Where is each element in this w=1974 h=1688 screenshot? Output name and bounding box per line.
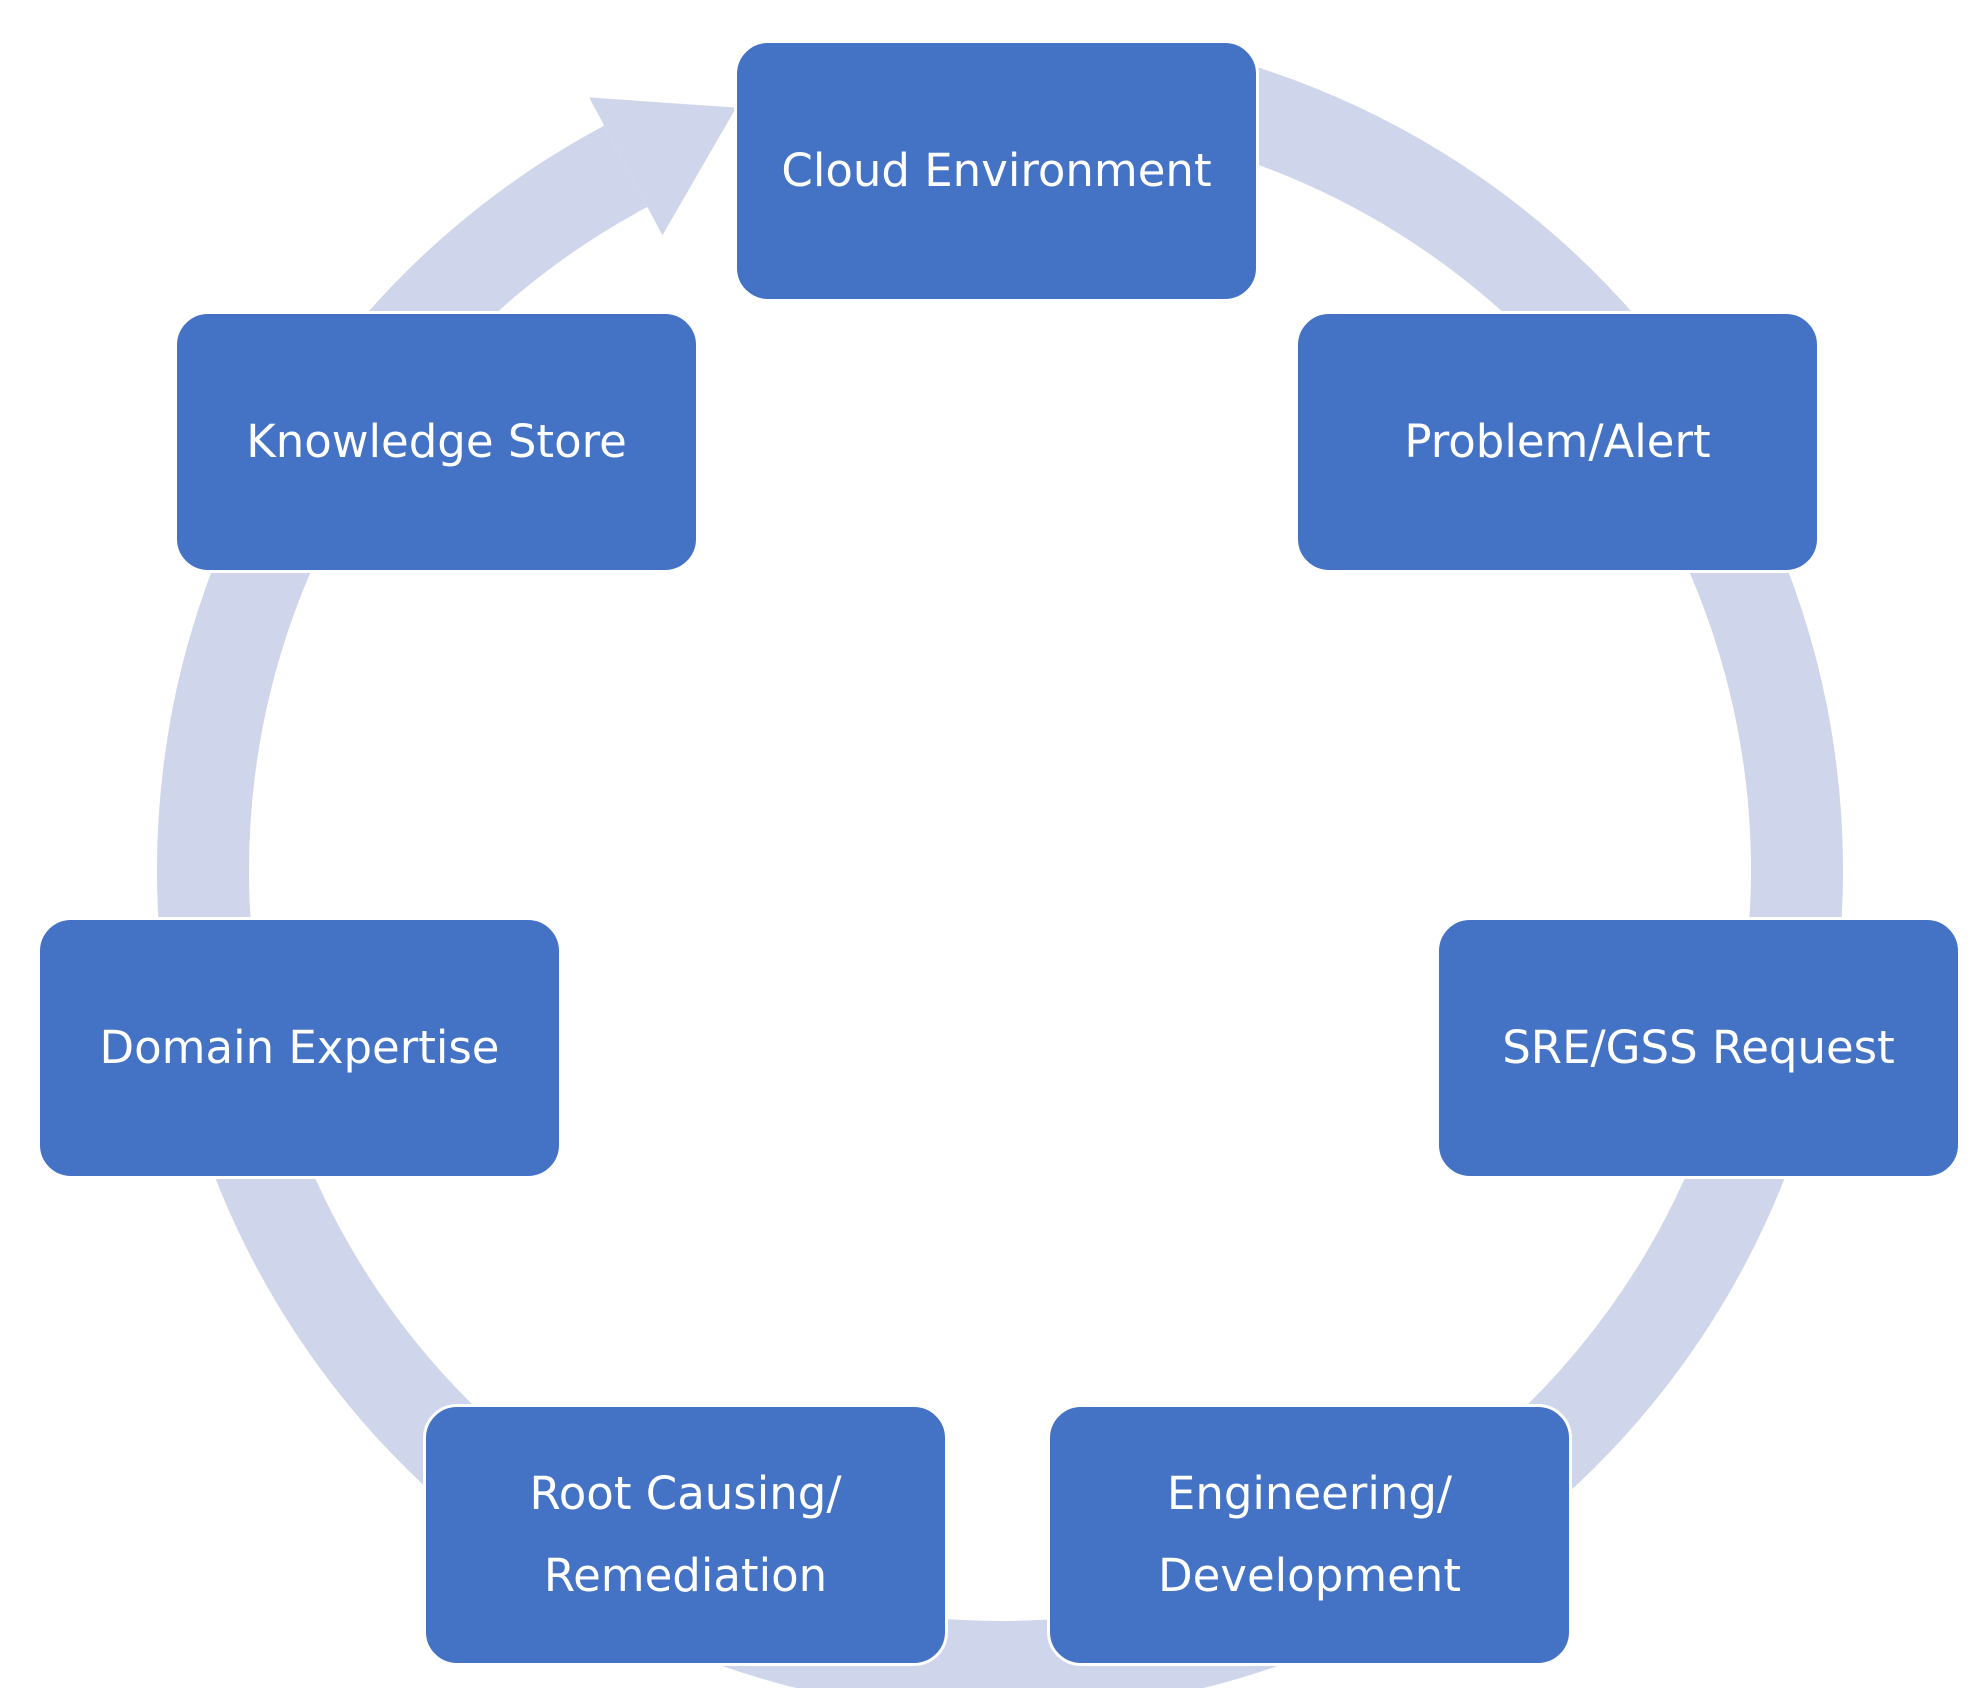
node-label: SRE/GSS Request xyxy=(1502,1021,1895,1074)
node-cloud-environment: Cloud Environment xyxy=(734,40,1259,302)
node-label: Knowledge Store xyxy=(246,415,627,468)
node-domain-expertise: Domain Expertise xyxy=(37,917,562,1179)
node-knowledge-store: Knowledge Store xyxy=(174,311,699,573)
node-root-causing-remediation: Root Causing/ Remediation xyxy=(423,1404,948,1666)
node-label: Root Causing/ Remediation xyxy=(529,1467,842,1602)
node-sre-gss-request: SRE/GSS Request xyxy=(1436,917,1961,1179)
node-problem-alert: Problem/Alert xyxy=(1295,311,1820,573)
node-label: Problem/Alert xyxy=(1404,415,1711,468)
node-label: Cloud Environment xyxy=(781,144,1212,197)
cycle-arrowhead-icon xyxy=(589,97,737,236)
node-label: Engineering/ Development xyxy=(1158,1467,1461,1602)
node-engineering-development: Engineering/ Development xyxy=(1047,1404,1572,1666)
node-label: Domain Expertise xyxy=(99,1021,500,1074)
